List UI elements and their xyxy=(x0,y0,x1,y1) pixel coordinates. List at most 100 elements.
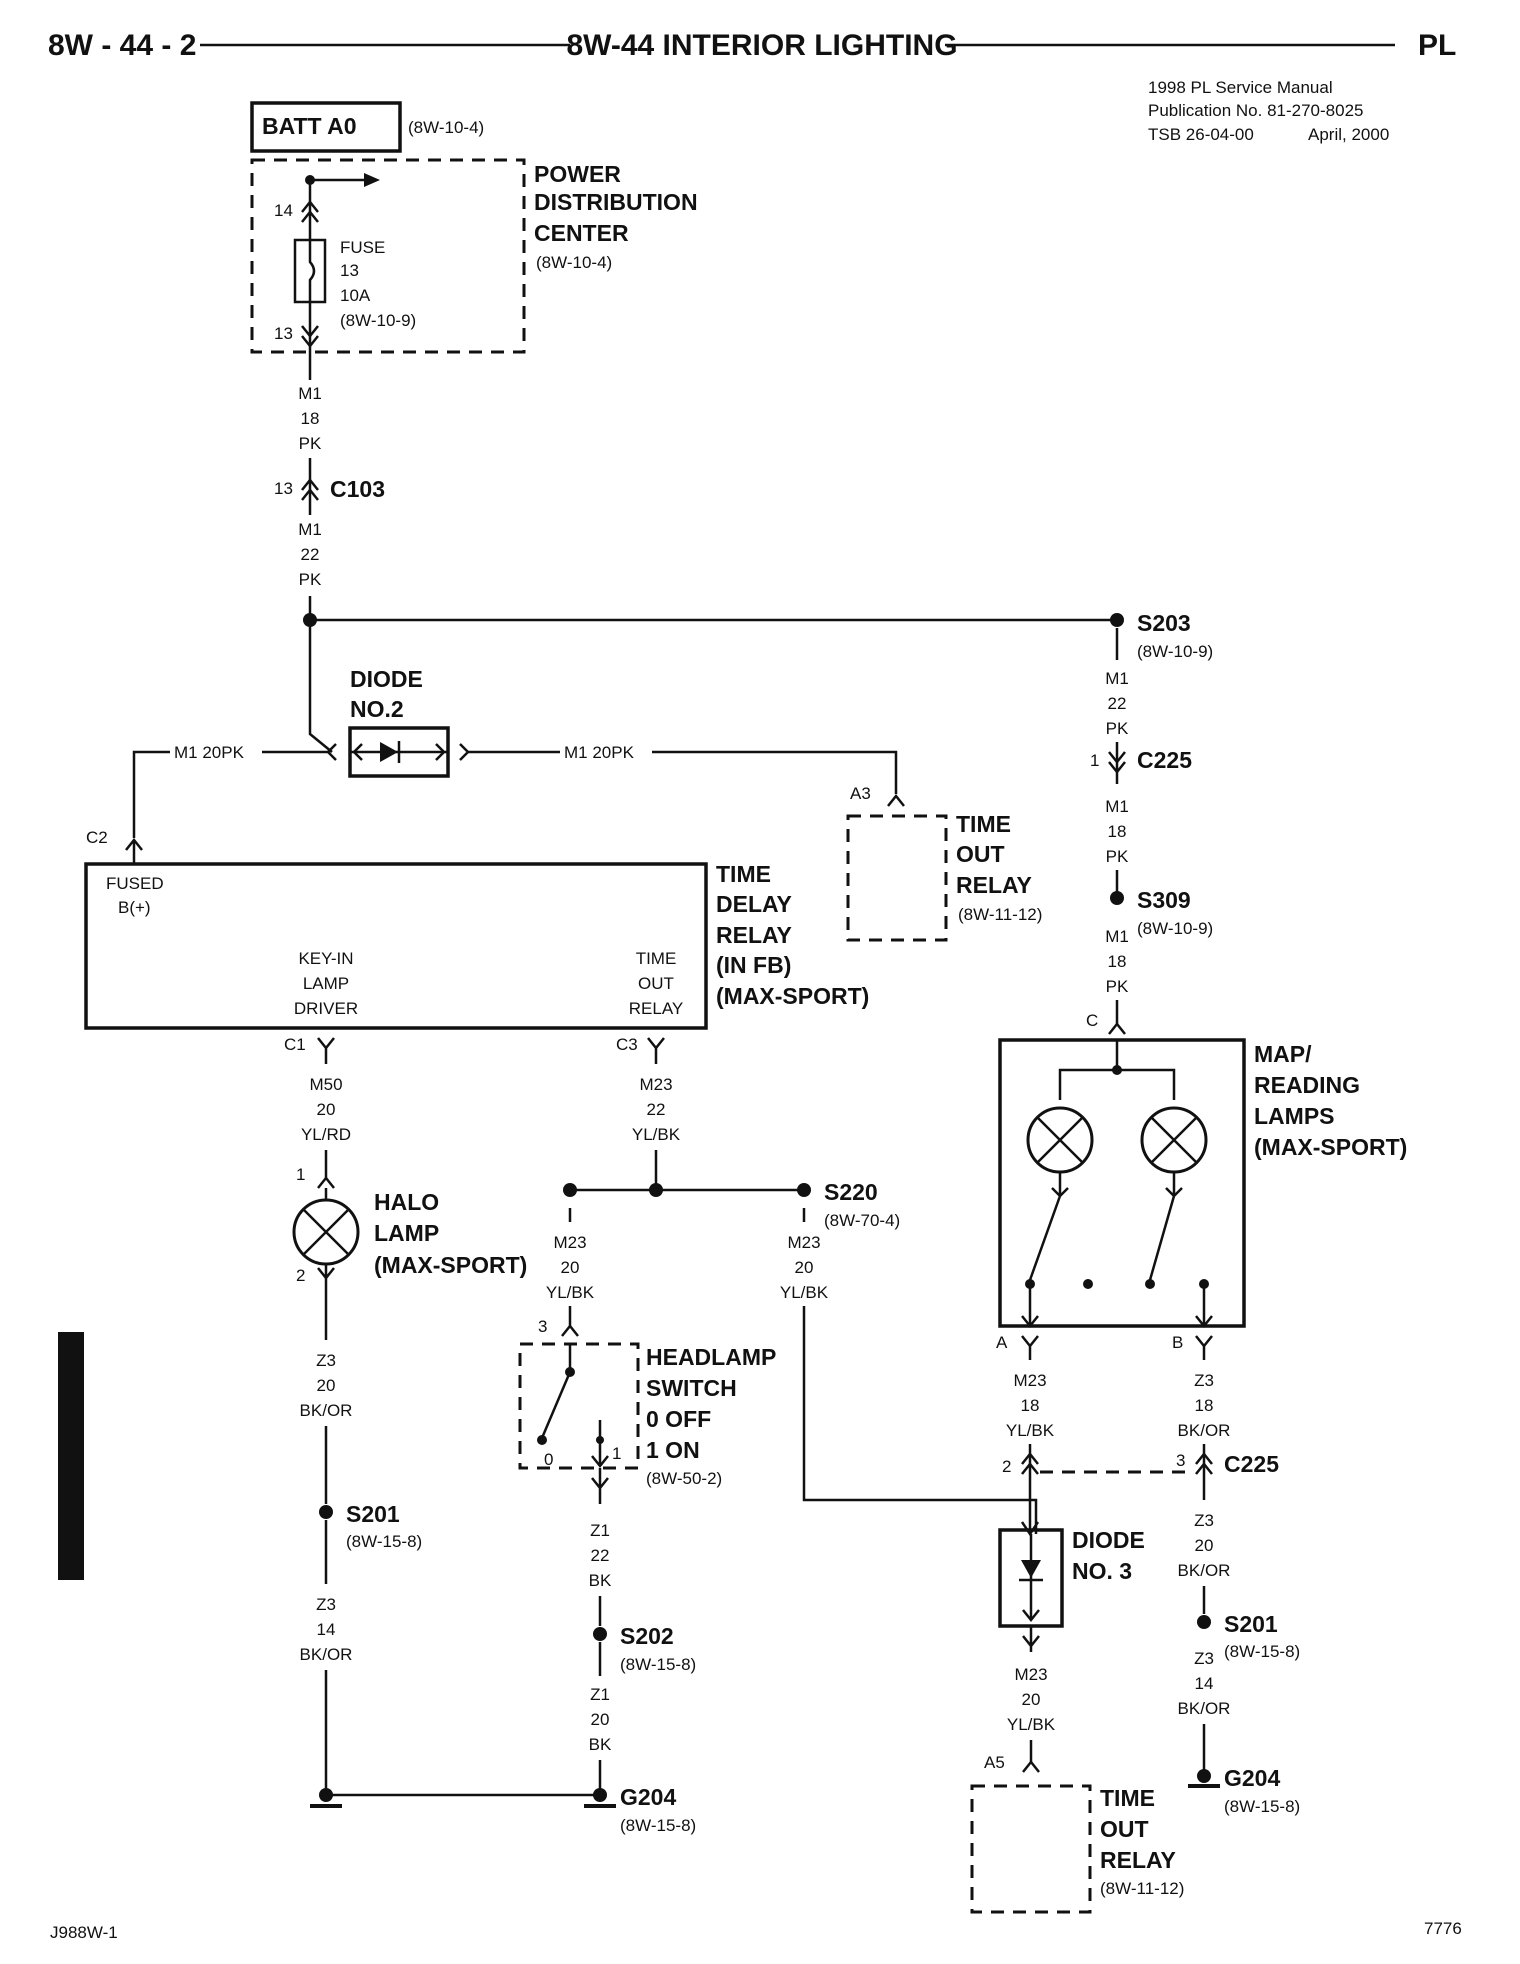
hs-blade xyxy=(540,1371,572,1439)
wire-m1-20pk-right-label: M1 20PK xyxy=(564,743,635,762)
map-right-switch xyxy=(1148,1172,1183,1281)
halo-title-1: HALO xyxy=(374,1189,439,1215)
tdr-fused: FUSED xyxy=(106,874,164,893)
wire-m23-hs-label-2: 20 xyxy=(561,1258,580,1277)
s309-ref: (8W-10-9) xyxy=(1137,919,1213,938)
wire-m1-18-label-1: M1 xyxy=(298,384,322,403)
diode2-right-connector xyxy=(459,743,470,761)
wire-m23-18-label-2: 18 xyxy=(1021,1396,1040,1415)
wire-m1-20pk-left xyxy=(132,750,328,838)
hs-title-1: HEADLAMP xyxy=(646,1344,776,1370)
publication-number: Publication No. 81-270-8025 xyxy=(1148,101,1363,120)
c1-label: C1 xyxy=(284,1035,306,1054)
wire-z3-14b-label-1: Z3 xyxy=(1194,1649,1214,1668)
wire-z1-20-label-2: 20 xyxy=(591,1710,610,1729)
c1-connector xyxy=(317,1037,335,1064)
tdr-title-3: RELAY xyxy=(716,922,792,948)
wire-z1-20-label-3: BK xyxy=(589,1735,612,1754)
a3-connector xyxy=(887,793,905,807)
wire-z3-18-label-2: 18 xyxy=(1195,1396,1214,1415)
tdr-timeout-2: OUT xyxy=(638,974,674,993)
wire-m50-label-1: M50 xyxy=(309,1075,342,1094)
wire-m23-22-label-2: 22 xyxy=(647,1100,666,1119)
time-out-relay-bottom-3: RELAY xyxy=(1100,1847,1176,1873)
wire-m1-20pk-left-label: M1 20PK xyxy=(174,743,245,762)
page-title: 8W-44 INTERIOR LIGHTING xyxy=(566,29,957,62)
halo-lamp-cross xyxy=(303,1209,349,1255)
s201-right-dot xyxy=(1197,1615,1211,1629)
hs-pivot xyxy=(565,1367,575,1377)
tdr-keyin-1: KEY-IN xyxy=(298,949,353,968)
tsb-number: TSB 26-04-00 xyxy=(1148,125,1254,144)
g204-right-ref: (8W-15-8) xyxy=(1224,1797,1300,1816)
g204-right-dot xyxy=(1197,1769,1211,1783)
wire-m1-22b-label-2: 22 xyxy=(1108,694,1127,713)
wire-m23-s220-label-3: YL/BK xyxy=(780,1283,829,1302)
s309-dot xyxy=(1110,891,1124,905)
map-b-label: B xyxy=(1172,1333,1183,1352)
batt-box xyxy=(250,101,402,153)
hs-contact-1-arrow xyxy=(591,1420,609,1469)
s203-dot xyxy=(1110,613,1124,627)
wire-m23-20b-label-1: M23 xyxy=(1014,1665,1047,1684)
halo-pin-1: 1 xyxy=(296,1165,305,1184)
map-lamps-box xyxy=(998,1038,1246,1328)
c103-label: C103 xyxy=(330,476,385,502)
map-feed-dot xyxy=(1112,1065,1122,1075)
c103-connector xyxy=(301,477,319,501)
hs-ref: (8W-50-2) xyxy=(646,1469,722,1488)
wire-z1-22-label-3: BK xyxy=(589,1571,612,1590)
s202-dot xyxy=(593,1627,607,1641)
wire-z1-22-label-1: Z1 xyxy=(590,1521,610,1540)
hs-pin-3: 3 xyxy=(538,1317,547,1336)
wire-m1-22-label-1: M1 xyxy=(298,520,322,539)
page-number: 8W - 44 - 2 xyxy=(48,29,196,62)
diode3-symbol xyxy=(1021,1560,1041,1578)
wire-m1-18c-label-2: 18 xyxy=(1108,952,1127,971)
wire-m1-18c-label-1: M1 xyxy=(1105,927,1129,946)
headlamp-switch-box xyxy=(518,1342,640,1470)
c3-label: C3 xyxy=(616,1035,638,1054)
pin-13-connector xyxy=(301,325,319,349)
s201-left-dot xyxy=(319,1505,333,1519)
wire-m23-22-label-1: M23 xyxy=(639,1075,672,1094)
footer-left: J988W-1 xyxy=(50,1923,118,1942)
pin-13-label: 13 xyxy=(274,324,293,343)
wire-m1-18-label-2: 18 xyxy=(301,409,320,428)
wire-m1-22b-label-1: M1 xyxy=(1105,669,1129,688)
wire-splice-to-diode2 xyxy=(308,620,333,753)
map-title-4: (MAX-SPORT) xyxy=(1254,1134,1407,1160)
wire-m23-20b-label-2: 20 xyxy=(1022,1690,1041,1709)
map-title-1: MAP/ xyxy=(1254,1041,1312,1067)
s220-dot xyxy=(797,1183,811,1197)
c225b-pin2-connector xyxy=(1021,1451,1039,1475)
tdr-title-2: DELAY xyxy=(716,891,792,917)
pdc-label-1: POWER xyxy=(534,161,621,187)
wire-z3-20b-label-3: BK/OR xyxy=(1178,1561,1231,1580)
c225b-pin-2: 2 xyxy=(1002,1457,1011,1476)
c225a-connector xyxy=(1108,751,1126,775)
hs-pin3-connector xyxy=(561,1323,579,1337)
s220-ref: (8W-70-4) xyxy=(824,1211,900,1230)
hs-pos-0: 0 xyxy=(544,1450,553,1469)
wire-m23-s220-label-1: M23 xyxy=(787,1233,820,1252)
pdc-label-3: CENTER xyxy=(534,220,629,246)
s201-left-ref: (8W-15-8) xyxy=(346,1532,422,1551)
hs-out-connector xyxy=(591,1468,609,1504)
hs-pos-1: 1 xyxy=(612,1444,621,1463)
wire-m1-22b-label-3: PK xyxy=(1106,719,1129,738)
vehicle-code: PL xyxy=(1418,29,1456,62)
time-out-relay-bottom-2: OUT xyxy=(1100,1816,1149,1842)
map-a-label: A xyxy=(996,1333,1008,1352)
pdc-ref: (8W-10-4) xyxy=(536,253,612,272)
map-contact-3 xyxy=(1145,1279,1155,1289)
halo-pin-2: 2 xyxy=(296,1266,305,1285)
c225b-label: C225 xyxy=(1224,1451,1279,1477)
map-b-connector xyxy=(1195,1335,1213,1360)
g204-left-label: G204 xyxy=(620,1784,676,1810)
batt-ref: (8W-10-4) xyxy=(408,118,484,137)
tdr-keyin-2: LAMP xyxy=(303,974,349,993)
map-contact-2 xyxy=(1083,1279,1093,1289)
wire-z3-20-label-2: 20 xyxy=(317,1376,336,1395)
a3-label: A3 xyxy=(850,784,871,803)
